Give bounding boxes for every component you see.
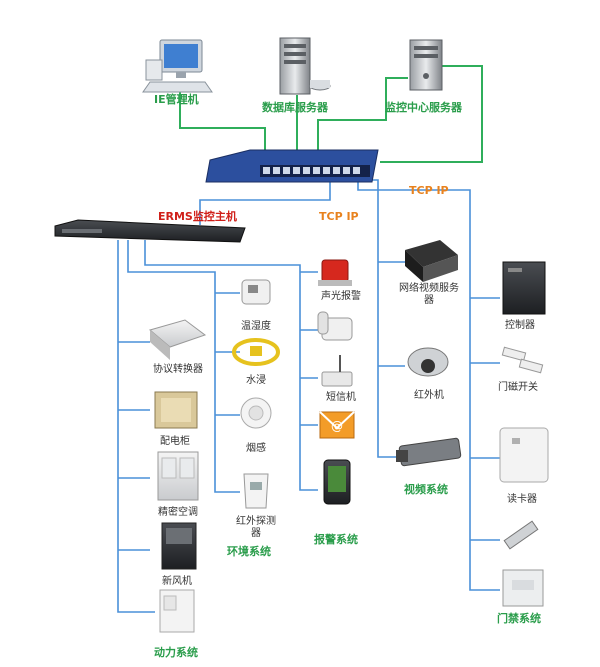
alarm-system-title: 报警系统 xyxy=(314,533,358,546)
video-item-label: 红外机 xyxy=(414,390,444,401)
card-reader xyxy=(499,427,549,483)
water-leak-sensor xyxy=(232,338,280,366)
mobile-phone xyxy=(323,459,351,505)
erms-host-device xyxy=(54,219,246,243)
temp-humidity-sensor xyxy=(241,279,271,305)
tcp-ip-label-center: TCP IP xyxy=(319,210,359,223)
phone-icon xyxy=(317,311,353,341)
access-item-label: 读卡器 xyxy=(507,494,537,505)
infrared-detector xyxy=(243,473,269,509)
top-links xyxy=(179,65,483,163)
env-item-label: 水浸 xyxy=(246,375,266,386)
database-server xyxy=(279,37,331,95)
network-video-server xyxy=(405,240,458,282)
distribution-cabinet xyxy=(154,391,198,429)
power-item-label: 精密空调 xyxy=(158,507,198,518)
box-camera xyxy=(396,437,462,467)
monitor-server-label: 监控中心服务器 xyxy=(385,101,462,114)
svg-text:@: @ xyxy=(331,419,343,433)
bus-lines xyxy=(117,179,500,613)
network-switch xyxy=(205,149,379,183)
power-item-label: 配电柜 xyxy=(160,436,190,447)
env-item-label: 红外探测器 xyxy=(236,516,276,539)
email-icon: @ xyxy=(319,411,355,439)
erms-host-label: ERMS监控主机 xyxy=(158,210,237,223)
db-server-label: 数据库服务器 xyxy=(262,101,328,114)
exit-button xyxy=(502,569,544,607)
video-system-title: 视频系统 xyxy=(404,483,448,496)
sms-modem xyxy=(321,355,353,387)
power-system-title: 动力系统 xyxy=(154,646,198,659)
env-item-label: 烟感 xyxy=(246,443,266,454)
precision-ac xyxy=(157,451,199,501)
dome-camera xyxy=(407,347,449,377)
env-system-title: 环境系统 xyxy=(227,545,271,558)
power-item-label: 新风机 xyxy=(162,576,192,587)
access-controller xyxy=(502,261,546,315)
protocol-converter xyxy=(148,319,207,360)
monitor-center-server xyxy=(409,39,443,91)
alarm-item-label: 声光报警 xyxy=(321,291,361,302)
ie-manager-label: IE管理机 xyxy=(154,93,199,106)
video-item-label: 网络视频服务器 xyxy=(399,283,459,306)
sound-light-alarm xyxy=(318,259,352,286)
access-item-label: 门磁开关 xyxy=(498,382,538,393)
power-item-label: 协议转换器 xyxy=(153,364,203,375)
ie-manager-computer xyxy=(142,39,213,93)
tcp-ip-label-right: TCP IP xyxy=(409,184,449,197)
env-item-label: 温湿度 xyxy=(241,321,271,332)
access-item-label: 控制器 xyxy=(505,320,535,331)
access-system-title: 门禁系统 xyxy=(497,612,541,625)
door-magnetic-switch xyxy=(501,346,544,374)
electric-lock xyxy=(503,520,539,550)
fresh-air-unit xyxy=(161,522,197,570)
smoke-detector xyxy=(240,397,272,429)
alarm-item-label: 短信机 xyxy=(326,392,356,403)
power-cabinet xyxy=(159,589,195,633)
